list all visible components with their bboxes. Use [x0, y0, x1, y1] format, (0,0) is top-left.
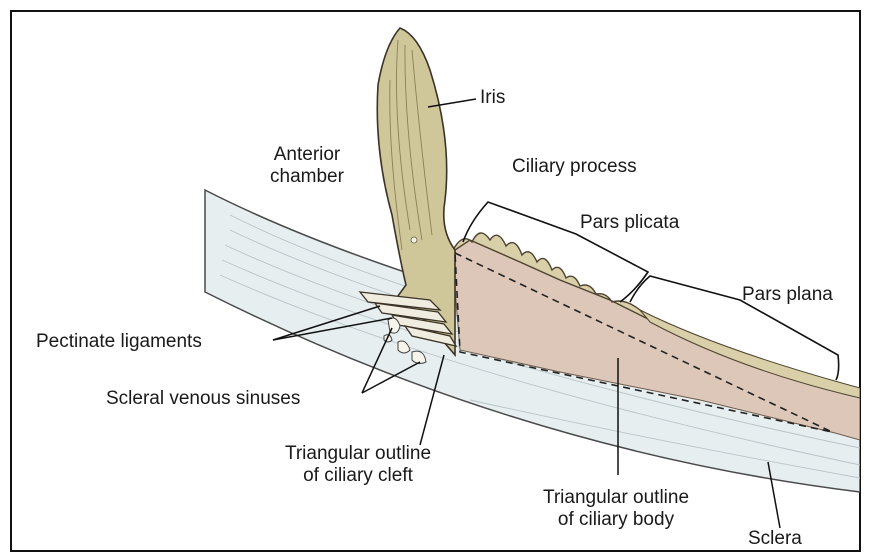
- pectinate-ligaments-label: Pectinate ligaments: [36, 331, 202, 353]
- ciliary-body-outline-label: Triangular outline of ciliary body: [506, 487, 726, 532]
- pars-plana-label: Pars plana: [742, 284, 833, 306]
- ciliary-cleft-outline-label: Triangular outline of ciliary cleft: [258, 443, 458, 488]
- iris-label: Iris: [480, 87, 505, 109]
- anterior-chamber-label: Anterior chamber: [244, 144, 370, 189]
- scleral-venous-sinuses-label: Scleral venous sinuses: [106, 388, 300, 410]
- ciliary-process-label: Ciliary process: [512, 156, 637, 178]
- sclera-label: Sclera: [748, 528, 802, 550]
- pars-plicata-label: Pars plicata: [580, 212, 679, 234]
